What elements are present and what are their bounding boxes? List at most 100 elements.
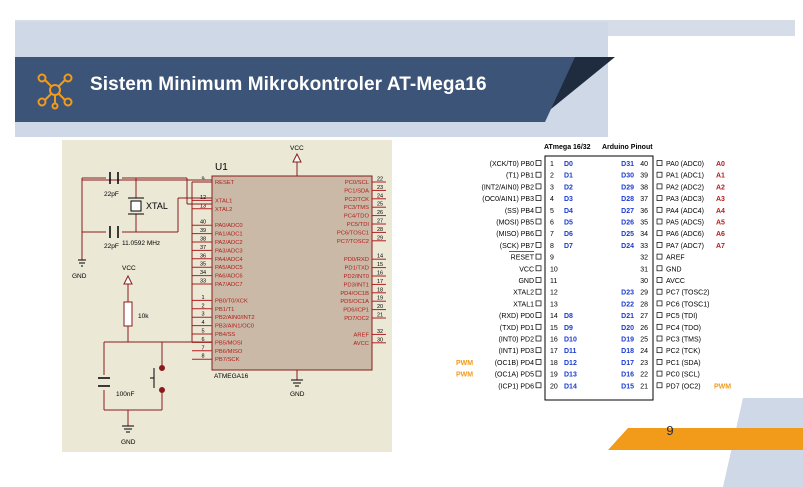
cap2-label: 22pF bbox=[104, 243, 119, 250]
pinout-header-chip: ATmega 16/32 bbox=[544, 144, 591, 151]
pinout-left-function: (ICP1) PD6 bbox=[498, 383, 534, 390]
pinout-left-number: 18 bbox=[550, 360, 558, 367]
network-icon bbox=[37, 73, 73, 110]
pinout-left-pad bbox=[535, 206, 542, 213]
ic-pin-name: PD6/ICP1 bbox=[343, 308, 369, 314]
ic-pin-name: PB6/MISO bbox=[215, 349, 243, 355]
pinout-left-number: 7 bbox=[550, 231, 554, 238]
ic-pin-number: 8 bbox=[201, 354, 204, 360]
pinout-left-function: (XCK/T0) PB0 bbox=[490, 161, 534, 168]
pinout-left-arduino-pin: D3 bbox=[564, 196, 573, 203]
pinout-right-arduino-pin: D21 bbox=[621, 313, 634, 320]
ic-pin-name: PC0/SCL bbox=[345, 180, 370, 186]
pinout-right-number: 32 bbox=[640, 255, 648, 262]
pinout-right-function: PA1 (ADC1) bbox=[666, 173, 704, 180]
pinout-right-pad bbox=[656, 382, 663, 389]
ic-pin-number: 34 bbox=[200, 270, 206, 276]
pinout-left-pad bbox=[535, 382, 542, 389]
ic-pin-name: PD3/INT1 bbox=[344, 282, 369, 288]
pinout-right-pad bbox=[656, 312, 663, 318]
pinout-left-pad bbox=[535, 253, 542, 260]
pinout-left-function: VCC bbox=[519, 266, 534, 273]
ic-pin-name: PB1/T1 bbox=[215, 307, 234, 313]
pinout-left-arduino-pin: D2 bbox=[564, 184, 573, 191]
ic-pin-number: 25 bbox=[377, 202, 383, 208]
ic-pin-name: PA1/ADC1 bbox=[215, 232, 243, 238]
pinout-left-number: 20 bbox=[550, 383, 558, 390]
pinout-right-function: PC5 (TDI) bbox=[666, 313, 698, 320]
pinout-right-pad bbox=[656, 359, 663, 365]
pinout-right-function: PA6 (ADC6) bbox=[666, 231, 704, 238]
ic-pin-number: 23 bbox=[377, 185, 383, 191]
ic-pin-name: PD1/TXD bbox=[345, 266, 369, 272]
ic-pin-number: 32 bbox=[377, 329, 383, 335]
resistor-label: 10k bbox=[138, 313, 149, 320]
pinout-right-function: GND bbox=[666, 266, 682, 273]
ic-pin-number: 4 bbox=[201, 320, 204, 326]
pinout-left-pad bbox=[535, 359, 542, 365]
pinout-right-pad bbox=[656, 160, 663, 166]
pinout-right-function: PC2 (TCK) bbox=[666, 348, 700, 355]
pinout-left-arduino-pin: D5 bbox=[564, 220, 573, 227]
ic-pin-number: 40 bbox=[200, 220, 206, 226]
ic-pin-number: 3 bbox=[201, 312, 204, 318]
ic-pin-name: PA7/ADC7 bbox=[215, 282, 243, 288]
ic-pin-number: 30 bbox=[377, 337, 383, 343]
pinout-pwm-label: PWM bbox=[456, 372, 473, 379]
capacitor-100nf bbox=[98, 377, 110, 387]
pinout-analog-pin: A2 bbox=[716, 184, 725, 191]
pinout-right-number: 29 bbox=[640, 290, 648, 297]
footer-decoration bbox=[598, 398, 803, 487]
pinout-right-arduino-pin: D26 bbox=[621, 220, 634, 227]
ic-name-label: ATMEGA16 bbox=[214, 373, 249, 380]
ic-pin-name: PC5/TDI bbox=[347, 222, 370, 228]
ic-body bbox=[211, 175, 373, 371]
gnd-label-reset: GND bbox=[121, 439, 136, 446]
pinout-right-function: AVCC bbox=[666, 278, 685, 285]
ic-right-pins: 22PC0/SCL23PC1/SDA24PC2/TCK25PC3/TMS26PC… bbox=[337, 177, 386, 347]
ic-pin-number: 21 bbox=[377, 313, 383, 319]
pinout-left-number: 10 bbox=[550, 266, 558, 273]
ic-pin-number: 19 bbox=[377, 296, 383, 302]
title-band-arrow-tip bbox=[535, 57, 615, 122]
pinout-right-function: PA3 (ADC3) bbox=[666, 196, 704, 203]
ic-pin-number: 16 bbox=[377, 271, 383, 277]
pinout-right-function: PA5 (ADC5) bbox=[666, 220, 704, 227]
gnd-symbol-reset bbox=[122, 425, 134, 433]
pinout-right-number: 33 bbox=[640, 243, 648, 250]
pinout-right-arduino-pin: D23 bbox=[621, 290, 634, 297]
pinout-analog-pin: A7 bbox=[716, 243, 725, 250]
ic-designator: U1 bbox=[215, 162, 228, 173]
ic-pin-name: AVCC bbox=[353, 341, 369, 347]
pinout-analog-pin: A3 bbox=[716, 196, 725, 203]
pinout-right-number: 23 bbox=[640, 360, 648, 367]
pinout-left-function: (T1) PB1 bbox=[506, 173, 534, 180]
pinout-left-function: (SCK) PB7 bbox=[500, 243, 534, 250]
pinout-right-function: PA7 (ADC7) bbox=[666, 243, 704, 250]
pinout-left-pad bbox=[535, 312, 542, 318]
pinout-left-function: (SS) PB4 bbox=[505, 208, 534, 215]
pinout-right-number: 34 bbox=[640, 231, 648, 238]
capacitor-22pf-2 bbox=[109, 226, 119, 238]
ic-pin-name: PB3/AIN1/OC0 bbox=[215, 324, 254, 330]
ic-pin-name: PD0/RXD bbox=[344, 257, 369, 263]
pinout-right-number: 39 bbox=[640, 173, 648, 180]
ic-pin-number: 13 bbox=[200, 203, 206, 209]
pinout-right-pad bbox=[656, 183, 663, 190]
ic-pin-number: 27 bbox=[377, 219, 383, 225]
ic-pin-name: XTAL2 bbox=[215, 207, 232, 213]
pinout-left-number: 11 bbox=[550, 278, 557, 285]
ic-pin-number: 6 bbox=[201, 337, 204, 343]
pinout-analog-pin: A4 bbox=[716, 208, 725, 215]
pinout-right-function: PD7 (OC2) bbox=[666, 383, 701, 390]
pinout-right-pad bbox=[656, 171, 663, 178]
pinout-right-number: 37 bbox=[640, 196, 648, 203]
pinout-left-number: 8 bbox=[550, 243, 554, 250]
pinout-right-arduino-pin: D31 bbox=[621, 161, 634, 168]
pinout-chip-outline bbox=[544, 155, 654, 401]
ic-pin-name: PA4/ADC4 bbox=[215, 257, 243, 263]
pinout-pwm-label: PWM bbox=[714, 383, 731, 390]
ic-pin-number: 15 bbox=[377, 262, 383, 268]
vcc-label-reset: VCC bbox=[122, 265, 136, 272]
pinout-left-function: (INT2/AIN0) PB2 bbox=[481, 184, 534, 191]
